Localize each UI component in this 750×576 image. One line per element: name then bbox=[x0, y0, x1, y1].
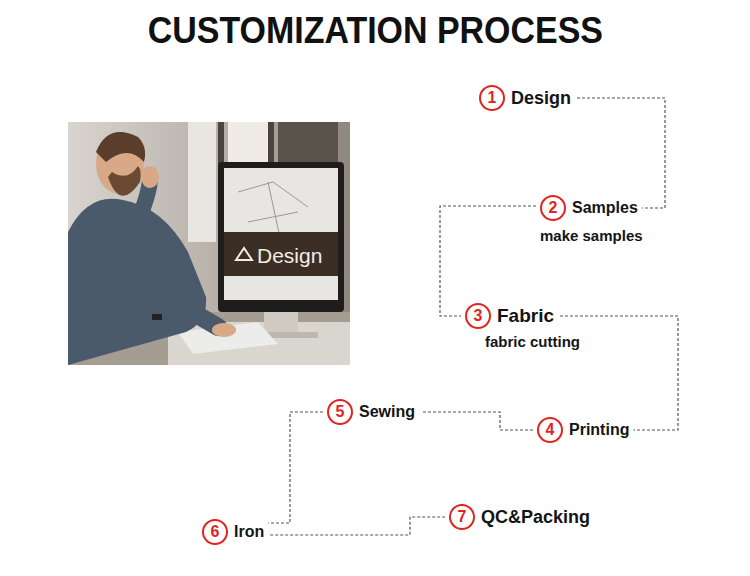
step-number: 2 bbox=[540, 195, 566, 221]
process-step: 6 Iron bbox=[202, 519, 264, 545]
step-note: make samples bbox=[540, 227, 643, 244]
title-bar: CUSTOMIZATION PROCESS bbox=[0, 10, 750, 52]
dashed-connector bbox=[421, 412, 533, 430]
step-name: Sewing bbox=[359, 403, 415, 421]
monitor-label: Design bbox=[257, 244, 322, 268]
step-number: 5 bbox=[327, 399, 353, 425]
step-name: QC&Packing bbox=[481, 507, 590, 528]
step-number: 4 bbox=[537, 417, 563, 443]
step-name: Iron bbox=[234, 523, 264, 541]
step-number: 1 bbox=[479, 85, 505, 111]
step-name: Fabric bbox=[497, 305, 554, 327]
dashed-connector bbox=[268, 412, 323, 523]
step-number: 3 bbox=[465, 303, 491, 329]
dashed-connector bbox=[577, 98, 665, 208]
process-step: 4 Printing bbox=[537, 417, 629, 443]
process-step: 7 QC&Packing bbox=[449, 504, 590, 530]
title: CUSTOMIZATION PROCESS bbox=[147, 10, 602, 52]
office-photo bbox=[68, 122, 350, 365]
step-number: 7 bbox=[449, 504, 475, 530]
dashed-connector bbox=[270, 517, 445, 535]
dashed-connector bbox=[440, 206, 536, 316]
step-name: Printing bbox=[569, 421, 629, 439]
step-number: 6 bbox=[202, 519, 228, 545]
process-step: 2Samplesmake samples bbox=[540, 195, 638, 221]
step-name: Samples bbox=[572, 199, 638, 217]
process-step: 3Fabricfabric cutting bbox=[465, 303, 554, 329]
process-step: 5 Sewing bbox=[327, 399, 415, 425]
process-step: 1 Design bbox=[479, 85, 571, 111]
step-name: Design bbox=[511, 88, 571, 109]
step-note: fabric cutting bbox=[485, 333, 580, 350]
